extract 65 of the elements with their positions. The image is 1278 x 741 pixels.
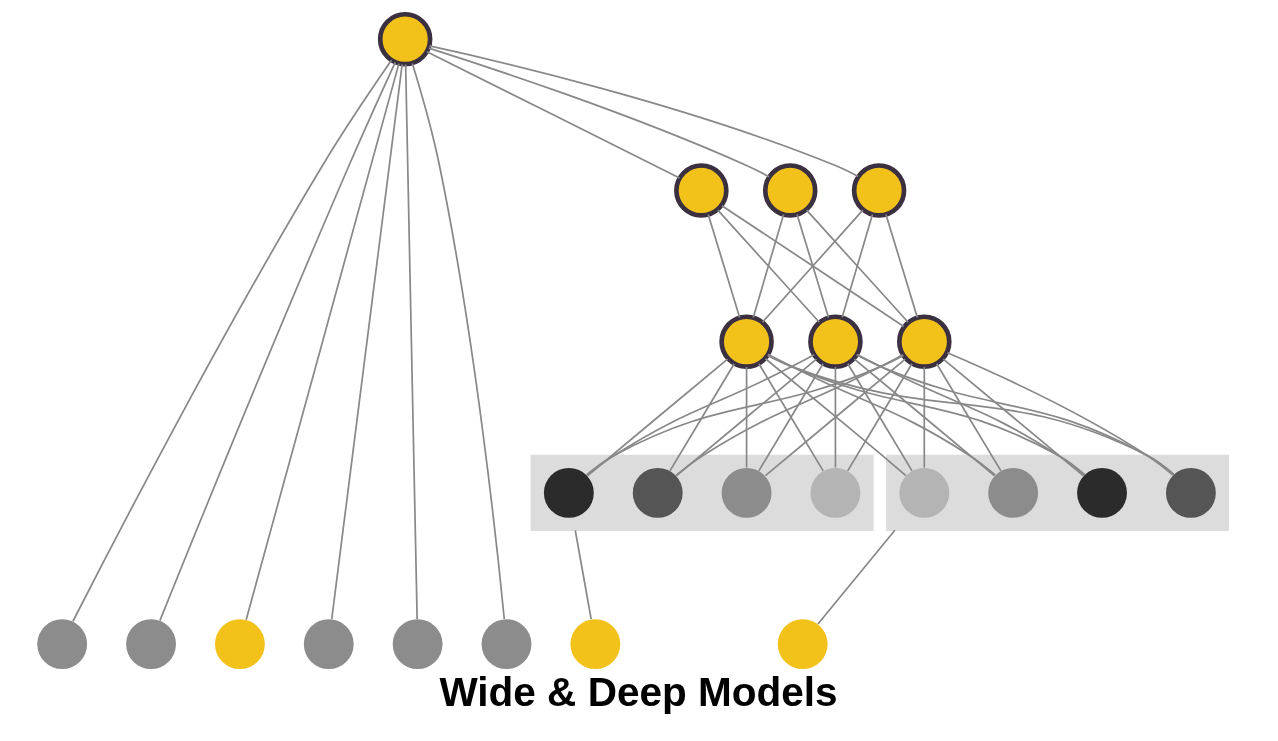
connector [935,362,1002,472]
connector [923,366,926,469]
connector [796,213,830,319]
connector [817,529,896,625]
node-circle [721,467,772,518]
connector [426,50,681,179]
node-circle [126,619,176,670]
connector [72,59,393,623]
connector [745,366,748,469]
connector [427,47,771,178]
connector [585,354,905,476]
node-circle [392,619,443,670]
node-circle [851,163,907,218]
cluster [530,454,874,532]
connector [942,358,1084,477]
connector [675,358,818,477]
connector [767,353,996,476]
connector [946,351,1174,476]
connector [761,209,864,324]
node-circle [1077,467,1127,518]
node-circle [303,619,354,670]
connector [245,62,400,621]
node-circle [810,467,861,518]
connector [885,213,919,319]
cluster [886,454,1230,532]
connector [752,213,785,319]
node-circle [988,467,1039,518]
connector [805,209,909,324]
connector [853,358,996,477]
node-circle [632,467,683,518]
connector [834,366,837,469]
connector [675,353,904,477]
node-circle [808,314,863,369]
connector [846,362,913,472]
connector [330,63,403,620]
connector [586,358,729,477]
node-circle [377,11,433,67]
node-circle [570,619,621,670]
connector [428,45,860,178]
connector [586,353,816,477]
connector [574,529,592,620]
connector [159,61,397,622]
connector [669,362,736,472]
node-circle [37,619,88,670]
node-circle [762,163,818,218]
node-circle [897,314,952,369]
connector [707,213,741,319]
node-circle [777,619,828,670]
connector [856,353,1085,476]
node-circle [899,467,950,518]
node-circle [719,314,774,369]
connector [404,63,418,620]
node-circle [674,163,729,218]
connector [767,354,1086,476]
node-circle [214,619,265,670]
node-circle [543,467,594,518]
connector [721,204,905,328]
node-circle [481,619,532,670]
caption: Wide & Deep Models [439,669,838,716]
connector [716,209,821,324]
connector [841,213,874,319]
connector [766,354,1175,476]
connector [411,62,506,620]
node-circle [1165,467,1216,518]
connector [855,354,1175,476]
